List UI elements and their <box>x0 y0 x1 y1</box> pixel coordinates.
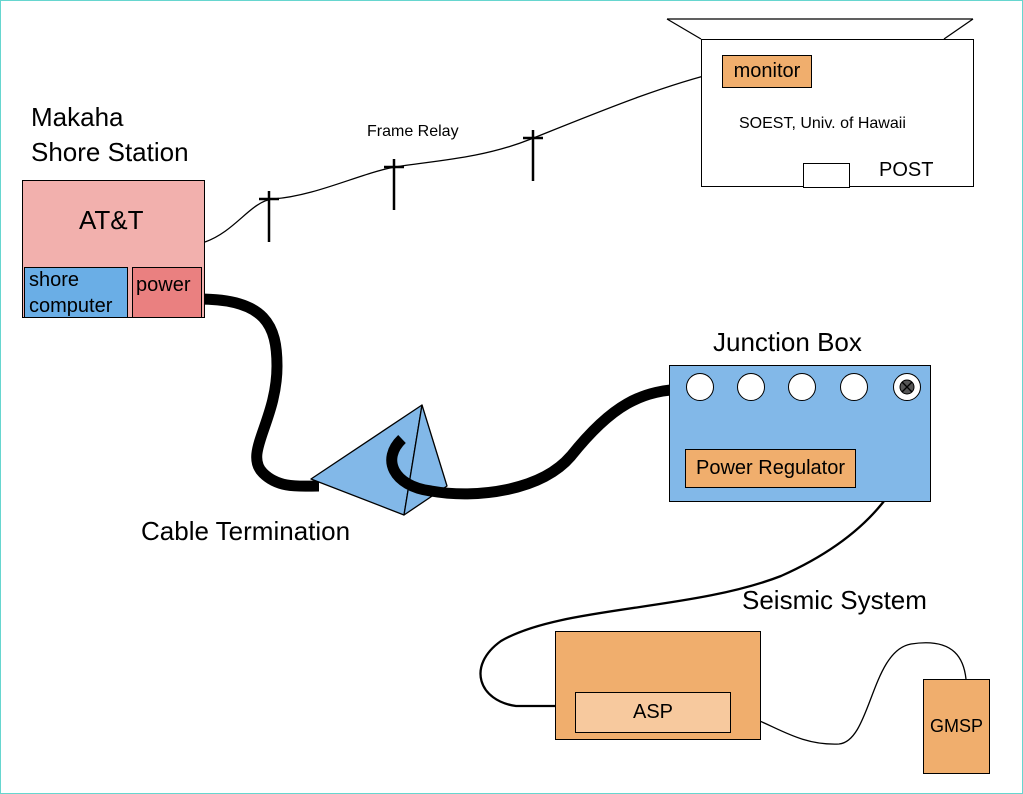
power-regulator-box: Power Regulator <box>685 449 856 488</box>
cable-termination-shape <box>310 404 448 516</box>
power-regulator-label: Power Regulator <box>696 457 845 479</box>
provider-label: AT&T <box>79 205 144 235</box>
shore-computer-label-line1: shore <box>29 269 80 291</box>
post-name-label: POST <box>879 159 934 181</box>
junction-port-5-connected <box>893 373 921 401</box>
junction-box: Power Regulator <box>669 365 931 502</box>
junction-port-3 <box>788 373 816 401</box>
junction-port-2 <box>737 373 765 401</box>
shore-station-title-line1: Makaha <box>31 102 124 132</box>
power-cable-shore <box>198 293 320 492</box>
asp-box: ASP <box>575 692 731 733</box>
junction-port-4 <box>840 373 868 401</box>
junction-port-1 <box>686 373 714 401</box>
shore-station-title-line2: Shore Station <box>31 137 189 167</box>
monitor-label: monitor <box>733 60 801 82</box>
post-institution-label: SOEST, Univ. of Hawaii <box>739 115 906 132</box>
post-roof <box>666 18 974 40</box>
shore-computer-box: shore computer <box>24 267 128 318</box>
shore-power-box: power <box>132 267 202 318</box>
frame-relay-line <box>204 70 724 243</box>
post-door <box>803 163 850 188</box>
asp-gmsp-cable <box>730 642 967 745</box>
gmsp-box: GMSP <box>923 679 990 774</box>
telephone-pole-1 <box>259 191 279 242</box>
shore-computer-label-line2: computer <box>29 295 113 317</box>
junction-box-title: Junction Box <box>713 327 862 357</box>
asp-label: ASP <box>632 701 674 723</box>
telephone-pole-3 <box>523 130 543 181</box>
telephone-pole-2 <box>384 159 404 210</box>
post-building: SOEST, Univ. of Hawaii POST <box>701 39 974 188</box>
gmsp-label: GMSP <box>929 716 983 736</box>
seismic-system-title: Seismic System <box>742 585 927 615</box>
shore-power-label: power <box>136 274 191 296</box>
power-cable-junction <box>386 383 690 500</box>
cable-termination-label: Cable Termination <box>141 516 351 546</box>
frame-relay-label: Frame Relay <box>367 123 459 140</box>
monitor-box: monitor <box>722 55 812 88</box>
